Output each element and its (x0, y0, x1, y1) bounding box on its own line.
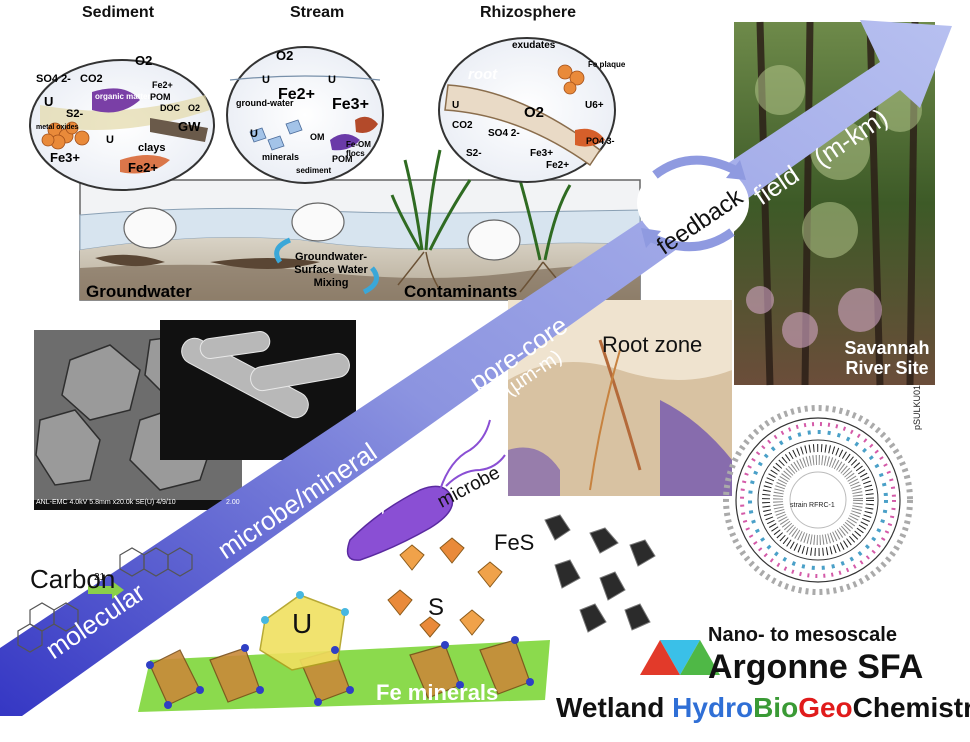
savannah-caption: Savannah River Site (844, 338, 930, 378)
landscape-scene (79, 149, 641, 301)
sediment-label: metal oxides (36, 124, 79, 131)
panel-title-sediment: Sediment (82, 4, 155, 21)
genome-map (723, 405, 913, 595)
sulfur-crystals (387, 537, 503, 638)
sediment-label: O2 (188, 103, 201, 113)
wetland-word: Wetland (556, 692, 665, 723)
branding-subtitle: Nano- to mesoscale (708, 624, 897, 646)
branding-title: Argonne SFA (708, 648, 924, 686)
rhizo-label: Fe plaque (588, 60, 626, 69)
sediment-label: S2- (66, 108, 84, 120)
mixing-label: Groundwater-Surface Water Mixing (294, 251, 368, 289)
fe-minerals-label: Fe minerals (376, 680, 499, 705)
stream-label: U (250, 128, 258, 140)
carbon-label: Carbon (30, 564, 116, 594)
hydro-word: Hydro (672, 692, 754, 723)
root-zone-caption: Root zone (602, 332, 703, 357)
bio-word: Bio (753, 692, 799, 723)
genome-plasmid-label: pSULKU01 (912, 384, 922, 430)
carbon-molecules (17, 547, 193, 653)
stream-label: ground-water (236, 98, 294, 108)
program-name: Wetland HydroBioGeoChemistry (556, 692, 970, 724)
sediment-label: Fe2+ (152, 80, 173, 90)
sediment-label: O2 (135, 53, 153, 68)
sediment-label: Fe2+ (128, 160, 158, 175)
reaction-arrow (88, 581, 124, 599)
s-label: S (428, 594, 445, 621)
rhizo-label: exudates (512, 40, 556, 51)
rhizo-label: U6+ (585, 100, 604, 111)
stream-label: POM (332, 154, 353, 164)
rhizo-label: U (452, 100, 460, 111)
sediment-label: organic matter (95, 92, 151, 101)
panel-title-rhizosphere: Rhizosphere (480, 4, 577, 21)
rhizosphere-circle (438, 37, 616, 183)
marsh-plant (390, 149, 572, 261)
rhizo-label: Fe3+ (530, 148, 554, 159)
rhizo-label: O2 (524, 104, 545, 121)
sediment-label: SO4 2- (36, 73, 71, 85)
sediment-label: CO2 (80, 73, 103, 85)
sem-scale: 2.00 (226, 499, 240, 506)
fe-minerals-structure (138, 591, 550, 712)
rhizo-label: Fe2+ (546, 160, 570, 171)
sediment-label: Fe3+ (50, 150, 80, 165)
sediment-label: GW (178, 119, 201, 134)
stream-label: U (262, 74, 270, 86)
stream-label: Fe-OM flocs (346, 140, 371, 158)
u-label: U (292, 608, 313, 639)
sediment-circle (29, 59, 215, 191)
rhizo-label: S2- (466, 148, 482, 159)
rhizo-label: CO2 (452, 120, 473, 131)
sediment-label: DOC (160, 103, 180, 113)
reaction-number: 21 (94, 572, 106, 583)
stream-label: sediment (296, 166, 332, 175)
feedback-loop (637, 155, 749, 252)
sediment-label: U (106, 134, 114, 146)
groundwater-label: Groundwater (86, 282, 192, 301)
fes-label: FeS (494, 530, 535, 555)
stream-circle (226, 46, 384, 184)
sediment-label: U (44, 94, 54, 109)
argonne-logo (640, 640, 720, 675)
stream-label: OM (310, 132, 325, 142)
rhizo-label: root (468, 66, 498, 83)
rhizo-label: SO4 2- (488, 128, 520, 139)
sediment-label: POM (150, 92, 171, 102)
microbe-drawing (346, 419, 506, 561)
stream-label: Fe2+ (278, 86, 315, 103)
genome-strain-label: strain RFRC-1 (790, 502, 835, 509)
sem-caption: ANL-EMC 4.0kV 5.8mm x20.0k SE(U) 4/9/10 (36, 499, 176, 506)
stream-label: minerals (262, 152, 300, 162)
stream-label: O2 (276, 48, 294, 63)
sediment-label: clays (138, 142, 166, 154)
rhizo-label: PO4 3- (586, 136, 615, 146)
stream-label: U (328, 74, 336, 86)
chemistry-word: Chemistry (852, 692, 970, 723)
geo-word: Geo (798, 692, 853, 723)
panel-title-stream: Stream (290, 4, 345, 21)
stream-label: Fe3+ (332, 96, 369, 113)
contaminants-label: Contaminants (404, 282, 518, 301)
fes-crystals (544, 514, 656, 633)
